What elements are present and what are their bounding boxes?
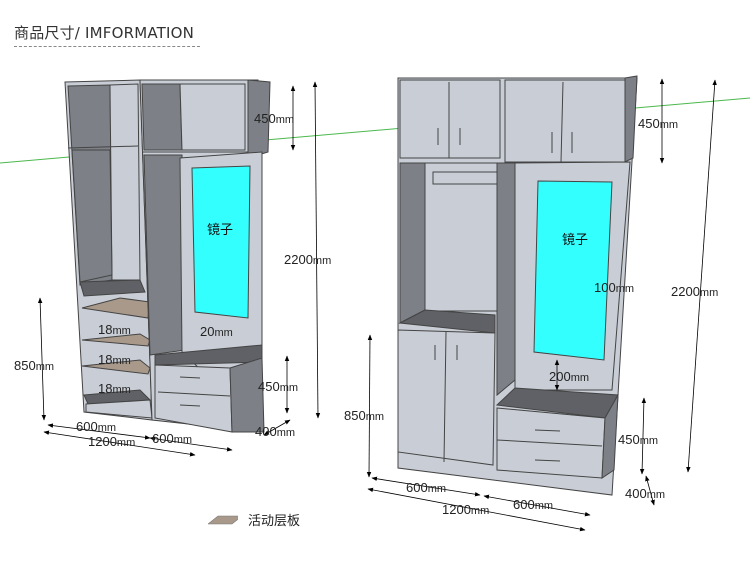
dim-depth: 400mm: [255, 424, 295, 439]
dim-top-height: 450mm: [638, 116, 678, 131]
dim-shelf-gap: 18mm: [98, 352, 131, 367]
dim-total-height: 2200mm: [284, 252, 331, 267]
title-underline: [14, 46, 200, 47]
dim-right-width: 600mm: [152, 431, 192, 446]
dim-shelf-gap: 18mm: [98, 381, 131, 396]
mirror-label: 镜子: [207, 223, 233, 238]
dim-mirror-gap: 200mm: [549, 369, 589, 384]
section-header: 商品尺寸/ IMFORMATION: [14, 22, 200, 47]
dim-total-height: 2200mm: [671, 284, 718, 299]
dim-total-width: 1200mm: [442, 502, 489, 517]
dim-left-width: 600mm: [76, 419, 116, 434]
legend-label: 活动层板: [248, 514, 301, 529]
right-dim-labels: 450mm 2200mm 100mm 200mm 850mm 450mm 600…: [344, 116, 718, 517]
shelf-swatch-icon: [208, 515, 238, 524]
section-title: 商品尺寸/ IMFORMATION: [14, 24, 195, 42]
dim-right-width: 600mm: [513, 497, 553, 512]
dim-top-height: 450mm: [254, 111, 294, 126]
mirror-label: 镜子: [562, 233, 588, 248]
coat-hooks: [432, 171, 498, 185]
dim-total-width: 1200mm: [88, 434, 135, 449]
dim-bench-height: 450mm: [258, 379, 298, 394]
dim-bench-height: 450mm: [618, 432, 658, 447]
left-dimensions: [37, 81, 321, 457]
dim-lower-height: 850mm: [344, 408, 384, 423]
dim-left-width: 600mm: [406, 480, 446, 495]
legend: 活动层板: [208, 510, 300, 529]
mirror: [191, 165, 251, 319]
right-cabinet: [397, 75, 638, 496]
dim-lower-height: 850mm: [14, 358, 54, 373]
left-cabinet: [64, 79, 271, 433]
dim-mirror-gap: 20mm: [200, 324, 233, 339]
dim-shelf-gap: 18mm: [98, 322, 131, 337]
right-dimensions: [366, 78, 717, 532]
left-dim-labels: 450mm 2200mm 20mm 18mm 18mm 18mm 850mm 4…: [14, 111, 331, 449]
mirror: [533, 180, 613, 361]
dim-depth: 400mm: [625, 486, 665, 501]
dim-mirror-side: 100mm: [594, 280, 634, 295]
